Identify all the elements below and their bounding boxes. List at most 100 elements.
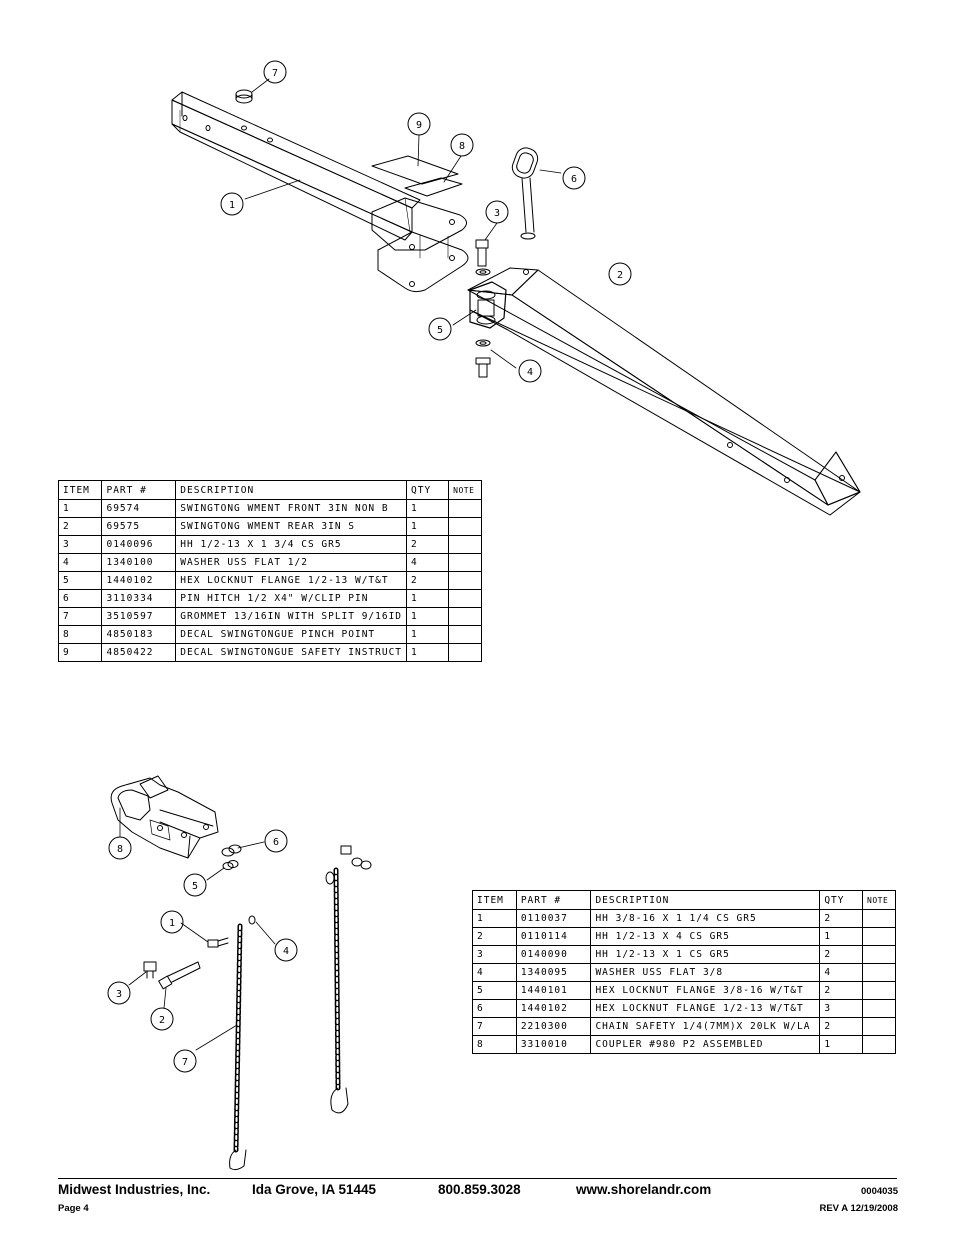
cell-note <box>448 535 482 554</box>
washers-locknut <box>475 268 491 378</box>
cell-note <box>862 981 896 1000</box>
company-website: www.shorelandr.com <box>576 1182 712 1197</box>
cell-item: 4 <box>57 553 103 572</box>
cell-part-number: 69574 <box>101 499 177 518</box>
column-header-description: DESCRIPTION <box>590 890 821 910</box>
cell-note <box>862 999 896 1018</box>
callout-8 <box>450 133 474 157</box>
bolt-small <box>207 915 256 948</box>
cell-description: DECAL SWINGTONGUE SAFETY INSTRUCT <box>175 643 408 662</box>
cell-part-number: 0110037 <box>515 909 592 928</box>
cell-qty: 3 <box>819 999 864 1018</box>
rear-tongue-tube <box>467 267 861 516</box>
column-header-qty: QTY <box>406 480 450 500</box>
grommet <box>235 89 253 104</box>
cell-description: CHAIN SAFETY 1/4(7MM)X 20LK W/LA <box>590 1017 821 1036</box>
cell-part-number: 4850183 <box>101 625 177 644</box>
upper-callouts <box>220 60 632 383</box>
cell-item: 5 <box>57 571 103 590</box>
cell-description: SWINGTONG WMENT FRONT 3IN NON B <box>175 499 408 518</box>
cell-item: 5 <box>472 981 517 1000</box>
callout-1 <box>160 910 184 934</box>
revision-date: REV A 12/19/2008 <box>819 1203 898 1214</box>
upper-leaders <box>244 78 562 369</box>
cell-description: WASHER USS FLAT 1/2 <box>175 553 408 572</box>
callout-label: 1 <box>229 200 235 211</box>
bolt-long <box>158 961 201 990</box>
cell-item: 3 <box>57 535 103 554</box>
callout-label: 3 <box>116 989 122 1000</box>
cell-qty: 1 <box>819 1035 864 1054</box>
callout-2 <box>608 262 632 286</box>
cell-note <box>448 517 482 536</box>
cell-qty: 2 <box>819 981 864 1000</box>
cell-part-number: 1440102 <box>515 999 592 1018</box>
cell-item: 1 <box>57 499 103 518</box>
cell-note <box>862 909 896 928</box>
cell-description: HH 3/8-16 X 1 1/4 CS GR5 <box>590 909 821 928</box>
safety-chain-left <box>229 923 247 1171</box>
cell-item: 2 <box>472 927 517 946</box>
cell-qty: 1 <box>406 607 450 626</box>
cell-note <box>448 571 482 590</box>
cell-part-number: 1440101 <box>515 981 592 1000</box>
cell-qty: 1 <box>406 517 450 536</box>
cell-item: 9 <box>57 643 103 662</box>
column-header-description: DESCRIPTION <box>175 480 408 500</box>
callout-1 <box>220 192 244 216</box>
decal-safety-instruct <box>371 155 459 185</box>
cell-description: HH 1/2-13 X 1 CS GR5 <box>590 945 821 964</box>
cell-qty: 4 <box>819 963 864 982</box>
callout-label: 8 <box>459 141 465 152</box>
cell-item: 6 <box>472 999 517 1018</box>
callout-9 <box>407 112 431 136</box>
callout-4 <box>274 938 298 962</box>
callout-7 <box>263 60 287 84</box>
lower-callouts <box>107 829 298 1073</box>
cell-part-number: 0110114 <box>515 927 592 946</box>
coupler-chain-assembly <box>107 775 372 1171</box>
company-name: Midwest Industries, Inc. <box>58 1182 211 1197</box>
bolt-short <box>143 961 157 979</box>
cell-qty: 1 <box>406 499 450 518</box>
cell-part-number: 1440102 <box>101 571 177 590</box>
cell-part-number: 2210300 <box>515 1017 592 1036</box>
coupler <box>110 775 219 859</box>
column-header-part: PART # <box>515 890 592 910</box>
callout-6 <box>562 166 586 190</box>
callout-label: 2 <box>159 1015 165 1026</box>
callout-label: 6 <box>571 174 577 185</box>
cell-item: 4 <box>472 963 517 982</box>
cell-description: SWINGTONG WMENT REAR 3IN S <box>175 517 408 536</box>
cell-item: 6 <box>57 589 103 608</box>
company-phone: 800.859.3028 <box>438 1182 521 1197</box>
cell-part-number: 69575 <box>101 517 177 536</box>
cell-part-number: 3310010 <box>515 1035 592 1054</box>
decal-pinch-point <box>404 177 463 197</box>
callout-7 <box>173 1049 197 1073</box>
cell-note <box>448 625 482 644</box>
column-header-note: NOTE <box>448 480 482 500</box>
cell-description: HEX LOCKNUT FLANGE 1/2-13 W/T&T <box>175 571 408 590</box>
cell-qty: 2 <box>406 571 450 590</box>
cell-qty: 1 <box>819 927 864 946</box>
locknuts-coupler <box>221 844 242 870</box>
cell-description: GROMMET 13/16IN WITH SPLIT 9/16ID <box>175 607 408 626</box>
cell-item: 7 <box>57 607 103 626</box>
cell-part-number: 0140096 <box>101 535 177 554</box>
hitch-pin <box>511 147 539 240</box>
callout-label: 7 <box>272 68 278 79</box>
column-header-part: PART # <box>101 480 177 500</box>
